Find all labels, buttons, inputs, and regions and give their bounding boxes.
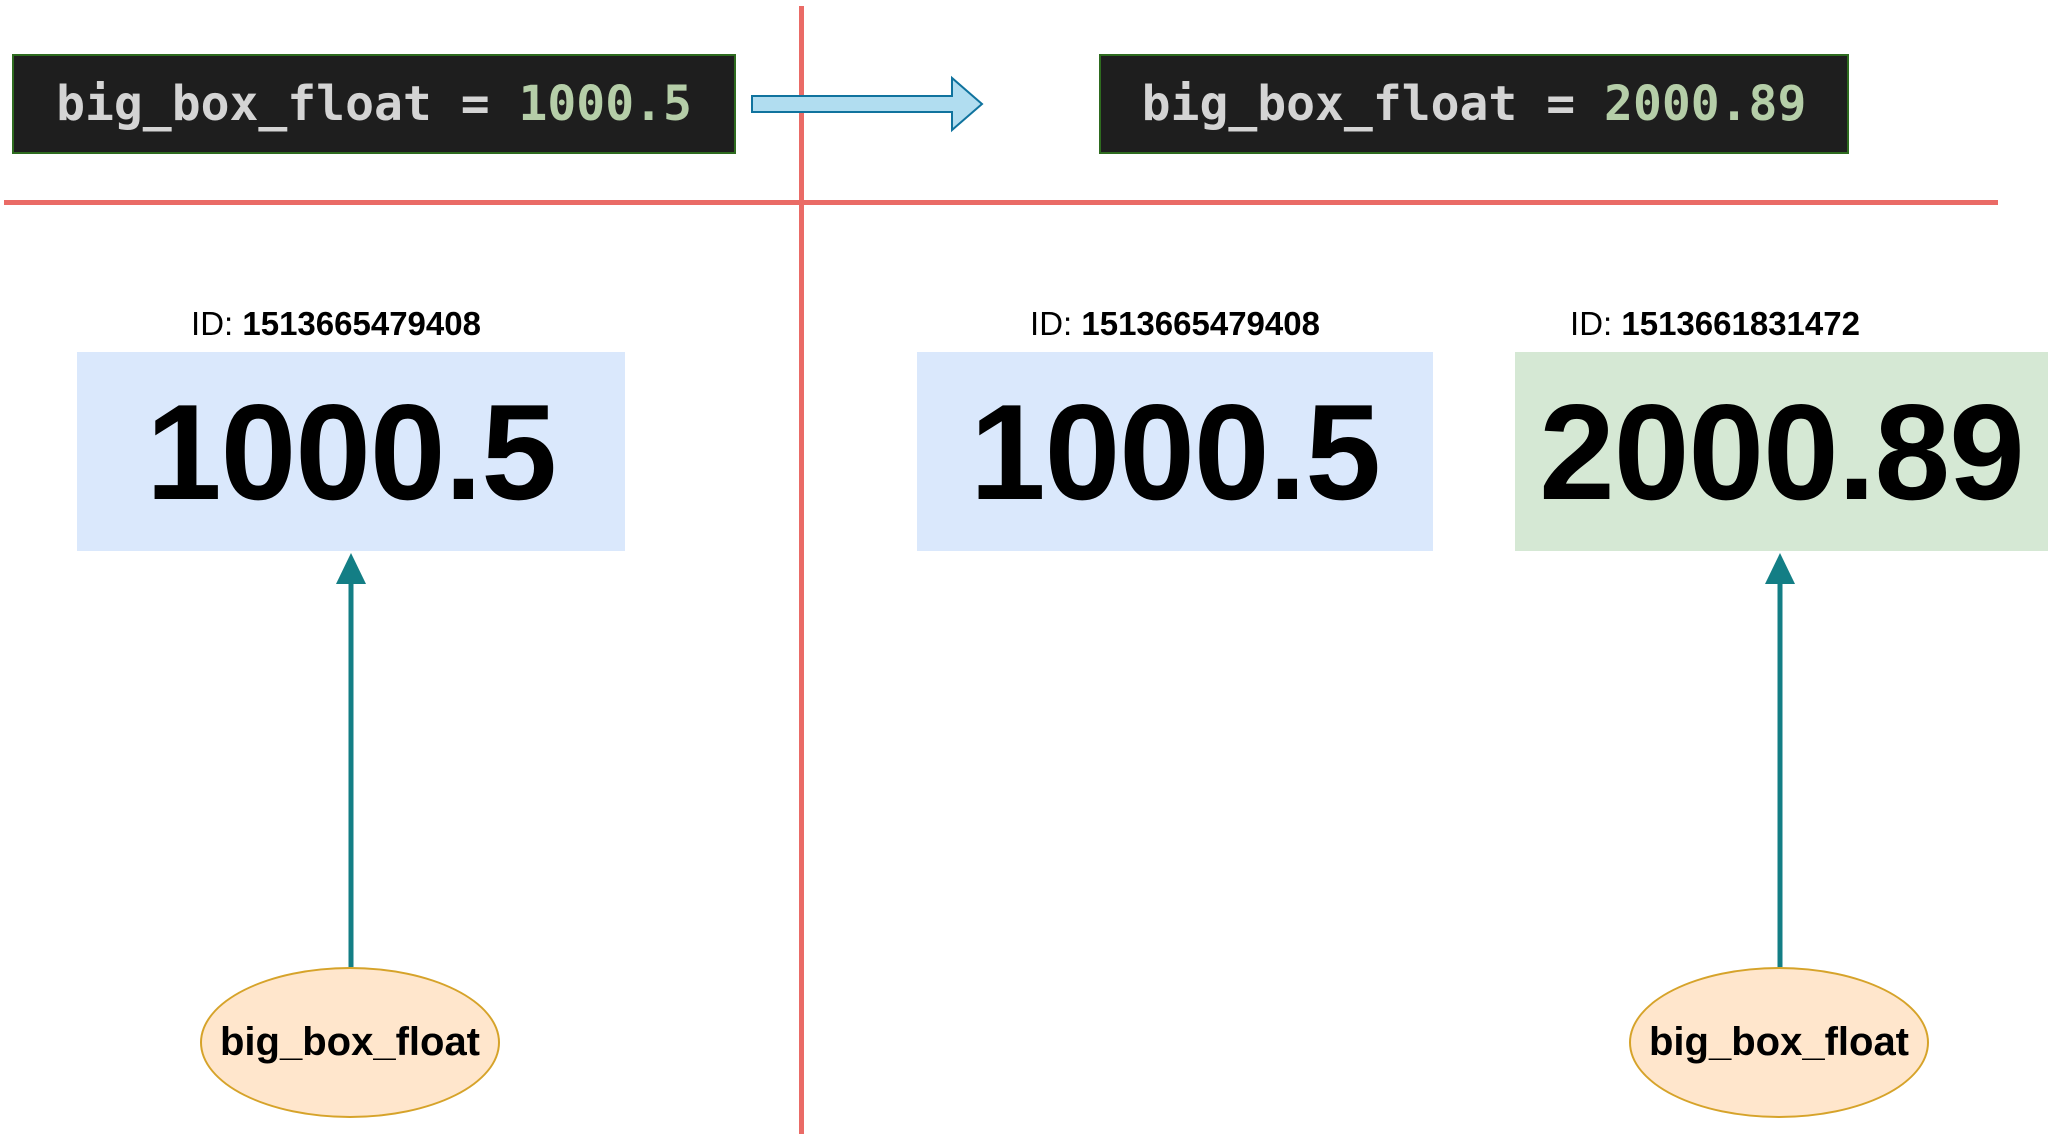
before-id-value: 1513665479408 bbox=[242, 305, 481, 342]
vertical-divider bbox=[799, 6, 804, 1134]
code-after-operator: = bbox=[1546, 76, 1576, 132]
after-new-object-id-label: ID: 1513661831472 bbox=[1570, 305, 1860, 343]
after-reference-label: big_box_float bbox=[1648, 1020, 1910, 1064]
after-old-object-id-label: ID: 1513665479408 bbox=[1030, 305, 1320, 343]
transition-arrow bbox=[751, 75, 984, 133]
code-before: big_box_float = 1000.5 bbox=[12, 54, 736, 154]
before-object-value: 1000.5 bbox=[146, 375, 557, 528]
horizontal-divider bbox=[4, 200, 1998, 205]
after-new-object-box: 2000.89 bbox=[1515, 352, 2048, 551]
before-object-id-label: ID: 1513665479408 bbox=[191, 305, 481, 343]
before-reference-ellipse: big_box_float bbox=[200, 967, 500, 1118]
before-id-prefix: ID: bbox=[191, 305, 234, 342]
code-before-operator: = bbox=[460, 76, 490, 132]
pointer-arrow-after bbox=[1765, 553, 1795, 967]
code-after-value: 2000.89 bbox=[1604, 76, 1807, 132]
after-old-id-value: 1513665479408 bbox=[1081, 305, 1320, 342]
after-new-id-value: 1513661831472 bbox=[1621, 305, 1860, 342]
before-reference-label: big_box_float bbox=[219, 1020, 481, 1064]
before-object-box: 1000.5 bbox=[77, 352, 625, 551]
code-before-variable: big_box_float bbox=[56, 76, 432, 132]
after-old-object-box: 1000.5 bbox=[917, 352, 1433, 551]
after-old-id-prefix: ID: bbox=[1030, 305, 1073, 342]
after-new-object-value: 2000.89 bbox=[1539, 375, 2025, 528]
code-after: big_box_float = 2000.89 bbox=[1099, 54, 1849, 154]
after-new-id-prefix: ID: bbox=[1570, 305, 1613, 342]
after-reference-ellipse: big_box_float bbox=[1629, 967, 1929, 1118]
pointer-arrow-before bbox=[336, 553, 366, 967]
code-before-value: 1000.5 bbox=[518, 76, 692, 132]
code-after-variable: big_box_float bbox=[1141, 76, 1518, 132]
after-old-object-value: 1000.5 bbox=[970, 375, 1381, 528]
